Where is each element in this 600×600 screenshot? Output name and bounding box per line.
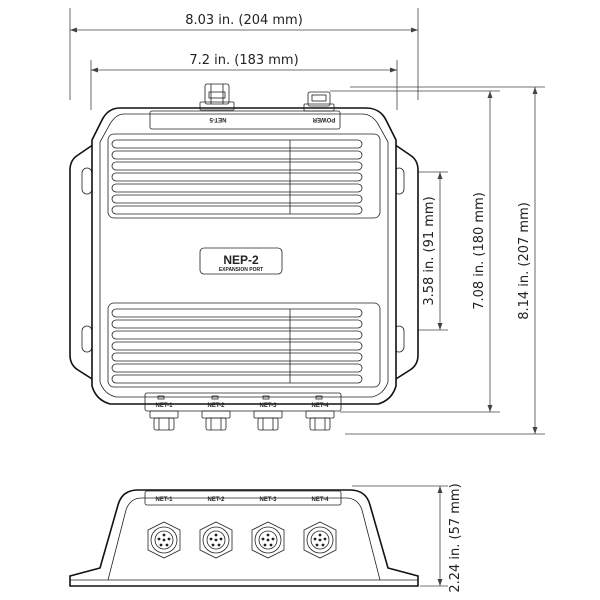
housing-inner-outline (99, 113, 389, 398)
expansion-port-label: EXPANSION PORT (219, 267, 263, 273)
model-badge: NEP-2 EXPANSION PORT (199, 247, 283, 275)
side-housing-inner (107, 497, 381, 581)
overall-width-label: 8.03 in. (204 mm) (185, 13, 303, 28)
depth-label: 2.24 in. (57 mm) (448, 483, 463, 592)
inner-width-label: 7.2 in. (183 mm) (189, 53, 298, 68)
body-height-label: 7.08 in. (180 mm) (472, 192, 487, 310)
mount-spacing-label: 3.58 in. (91 mm) (422, 196, 437, 305)
upper-heatsink (107, 133, 381, 219)
side-connector-3 (251, 521, 285, 559)
side-net-4-label: NET-4 (311, 497, 329, 503)
side-connector-1 (147, 521, 181, 559)
net-port-2-label: NET-2 (207, 403, 225, 409)
net-port-3: NET-3 (253, 395, 283, 431)
overall-height-label: 8.14 in. (207 mm) (517, 202, 532, 320)
net-port-4-label: NET-4 (311, 403, 329, 409)
lower-heatsink (107, 302, 381, 388)
side-housing (69, 489, 419, 587)
side-net-3-label: NET-3 (259, 497, 277, 503)
net-port-2: NET-2 (201, 395, 231, 431)
side-view: NET-1 NET-2 NET-3 NET-4 (69, 489, 419, 587)
side-connector-2 (199, 521, 233, 559)
front-view: NET-5 POWER (69, 83, 419, 431)
net-port-3-label: NET-3 (259, 403, 277, 409)
depth-dimension: 2.24 in. (57 mm) (352, 483, 463, 593)
net-port-1: NET-1 (149, 395, 179, 431)
overall-width-dimension: 8.03 in. (204 mm) (69, 8, 419, 100)
side-connector-plate (144, 490, 342, 506)
top-right-connector (303, 91, 335, 112)
bottom-connector-plate (144, 392, 342, 412)
side-connector-4 (303, 521, 337, 559)
mount-spacing-dimension: 3.58 in. (91 mm) (398, 171, 448, 331)
net-port-1-label: NET-1 (155, 403, 173, 409)
side-net-2-label: NET-2 (207, 497, 225, 503)
inner-width-dimension: 7.2 in. (183 mm) (90, 53, 398, 110)
side-net-1-label: NET-1 (155, 497, 173, 503)
top-connector-plate (149, 110, 341, 130)
overall-height-dimension: 8.14 in. (207 mm) (345, 86, 545, 435)
top-right-connector-label: POWER (312, 116, 335, 122)
top-left-connector (199, 83, 235, 111)
body-height-dimension: 7.08 in. (180 mm) (330, 90, 500, 413)
top-left-connector-label: NET-5 (209, 116, 227, 122)
model-label: NEP-2 (223, 253, 259, 267)
net-port-4: NET-4 (305, 395, 335, 431)
